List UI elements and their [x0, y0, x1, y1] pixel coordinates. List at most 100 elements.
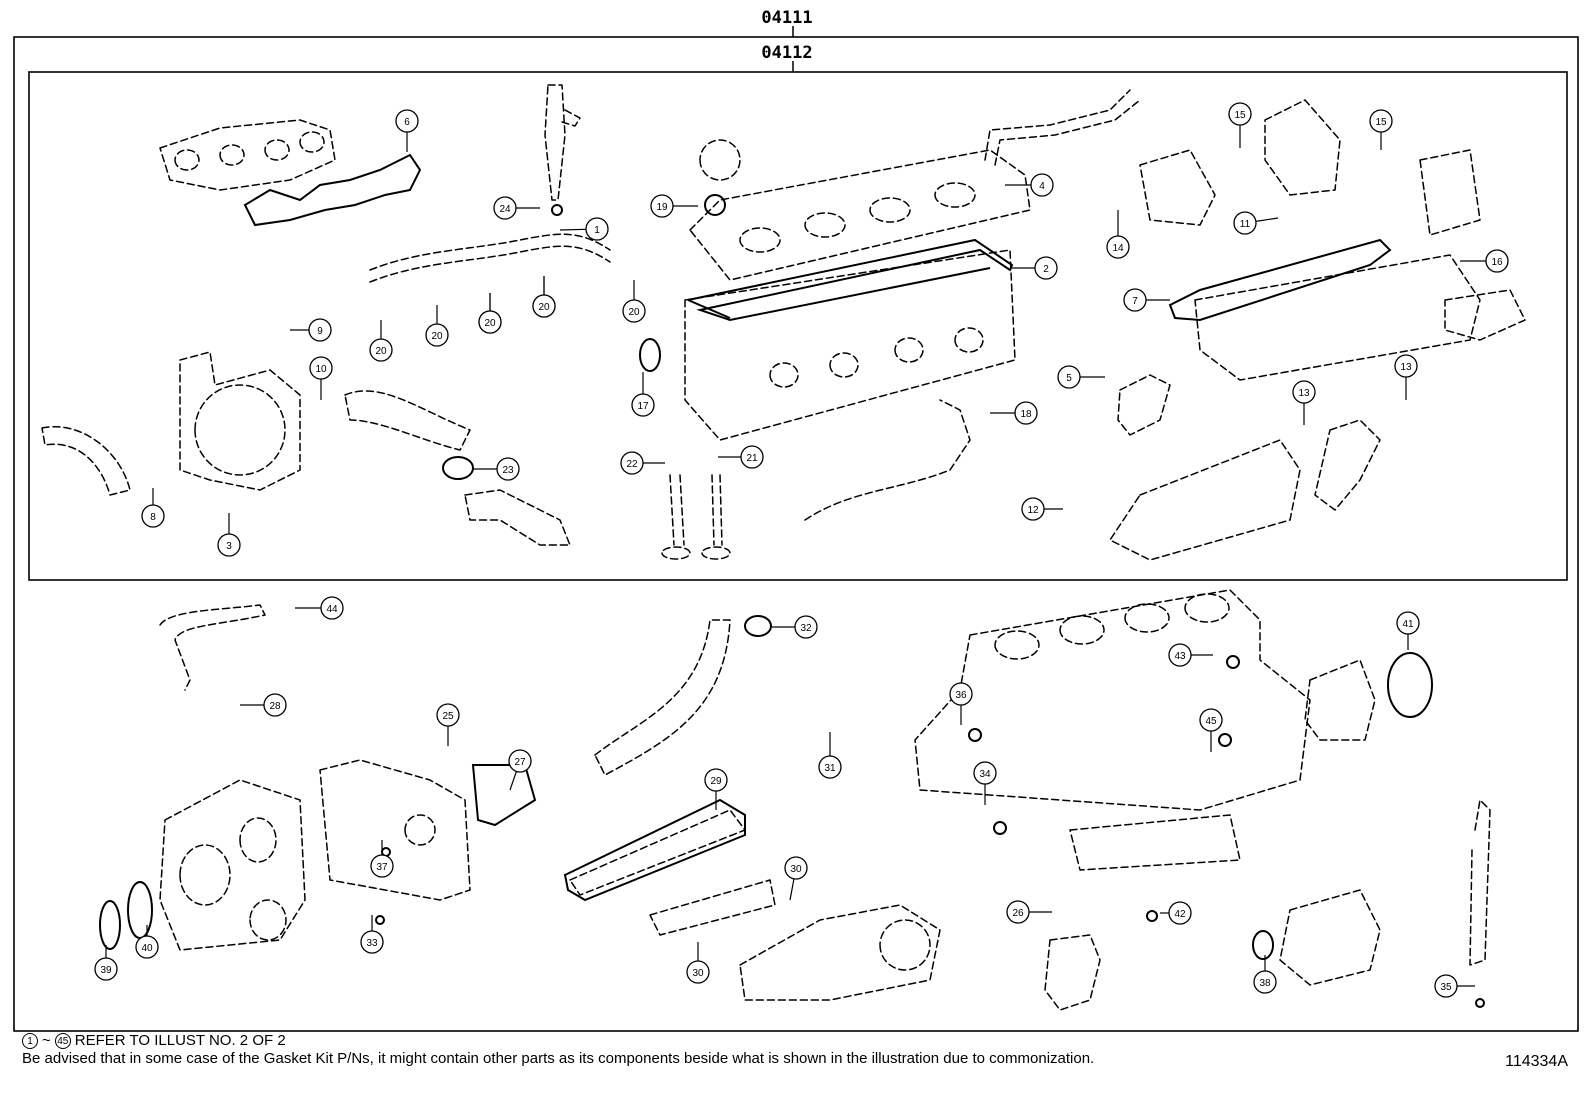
outer-kit-part-number[interactable]: 04111 — [761, 8, 812, 28]
callout-30[interactable]: 30 — [784, 856, 808, 901]
callout-number: 25 — [442, 711, 454, 722]
callout-circle — [973, 761, 997, 785]
callout-36[interactable]: 36 — [949, 682, 973, 725]
callout-number: 10 — [315, 364, 327, 375]
inner-kit-part-number[interactable]: 04112 — [761, 43, 812, 63]
callout-13[interactable]: 13 — [1292, 380, 1316, 425]
callout-circle — [1014, 401, 1038, 425]
callout-circle — [784, 856, 808, 880]
callout-number: 13 — [1298, 388, 1310, 399]
callout-number: 29 — [710, 776, 722, 787]
outer-kit-frame — [13, 36, 1579, 1032]
callout-25[interactable]: 25 — [436, 703, 460, 746]
callout-18[interactable]: 18 — [990, 401, 1038, 425]
callout-28[interactable]: 28 — [240, 693, 287, 717]
callout-41[interactable]: 41 — [1396, 611, 1420, 650]
callout-33[interactable]: 33 — [360, 915, 384, 954]
callout-24[interactable]: 24 — [493, 196, 540, 220]
callout-30[interactable]: 30 — [686, 942, 710, 984]
callout-9[interactable]: 9 — [290, 318, 332, 342]
callout-circle — [1434, 974, 1458, 998]
callout-circle — [370, 854, 394, 878]
callout-29[interactable]: 29 — [704, 768, 728, 810]
range-start-callout: 1 — [22, 1033, 38, 1049]
callout-number: 43 — [1174, 651, 1186, 662]
callout-20[interactable]: 20 — [425, 305, 449, 347]
callout-26[interactable]: 26 — [1006, 900, 1052, 924]
callout-7[interactable]: 7 — [1123, 288, 1170, 312]
callout-number: 33 — [366, 938, 378, 949]
callout-8[interactable]: 8 — [141, 488, 165, 528]
notes: 1 ~ 45 REFER TO ILLUST NO. 2 OF 2 Be adv… — [22, 1032, 1094, 1068]
callout-15[interactable]: 15 — [1369, 109, 1393, 150]
callout-35[interactable]: 35 — [1434, 974, 1475, 998]
callout-number: 3 — [226, 541, 232, 552]
callout-13[interactable]: 13 — [1394, 354, 1418, 400]
callout-45[interactable]: 45 — [1199, 708, 1223, 752]
callout-number: 15 — [1375, 117, 1387, 128]
intake-manifold-gasket — [1168, 238, 1392, 322]
callout-21[interactable]: 21 — [718, 445, 764, 469]
callout-20[interactable]: 20 — [622, 280, 646, 323]
water-outlet-gasket — [744, 615, 772, 637]
callout-44[interactable]: 44 — [295, 596, 344, 620]
callout-2[interactable]: 2 — [1012, 256, 1058, 280]
callout-42[interactable]: 42 — [1160, 901, 1192, 925]
callout-16[interactable]: 16 — [1460, 249, 1509, 273]
callout-27[interactable]: 27 — [508, 749, 532, 791]
callout-number: 12 — [1027, 505, 1039, 516]
callout-4[interactable]: 4 — [1005, 173, 1054, 197]
callout-leader — [509, 771, 517, 791]
callout-11[interactable]: 11 — [1233, 211, 1279, 235]
callout-39[interactable]: 39 — [94, 945, 118, 981]
callout-circle — [135, 935, 159, 959]
callout-12[interactable]: 12 — [1021, 497, 1063, 521]
callout-circle — [1030, 173, 1054, 197]
callout-20[interactable]: 20 — [532, 276, 556, 318]
callout-1[interactable]: 1 — [559, 217, 609, 241]
callout-number: 20 — [431, 331, 443, 342]
callout-circle — [818, 755, 842, 779]
crankshaft-rear-oil-seal — [1387, 652, 1433, 718]
callout-23[interactable]: 23 — [472, 457, 520, 481]
callout-15[interactable]: 15 — [1228, 102, 1252, 148]
callout-circle — [1396, 611, 1420, 635]
callout-20[interactable]: 20 — [478, 293, 502, 334]
callout-circle — [631, 393, 655, 417]
callout-circle — [1199, 708, 1223, 732]
valve-cover-seal — [639, 338, 661, 372]
callout-6[interactable]: 6 — [395, 109, 419, 152]
callout-17[interactable]: 17 — [631, 372, 655, 417]
callout-20[interactable]: 20 — [369, 320, 393, 362]
callout-circle — [1168, 901, 1192, 925]
refer-note: 1 ~ 45 REFER TO ILLUST NO. 2 OF 2 — [22, 1032, 1094, 1050]
callout-number: 30 — [790, 864, 802, 875]
callout-circle — [1292, 380, 1316, 404]
callout-22[interactable]: 22 — [620, 451, 665, 475]
callout-circle — [1021, 497, 1045, 521]
callout-3[interactable]: 3 — [217, 513, 241, 557]
callout-31[interactable]: 31 — [818, 732, 842, 779]
callout-circle — [263, 693, 287, 717]
callout-circle — [704, 768, 728, 792]
callout-number: 8 — [150, 512, 156, 523]
callout-37[interactable]: 37 — [370, 840, 394, 878]
callout-circle — [1123, 288, 1147, 312]
callout-14[interactable]: 14 — [1106, 210, 1130, 259]
callout-number: 36 — [955, 690, 967, 701]
callout-43[interactable]: 43 — [1168, 643, 1213, 667]
callout-40[interactable]: 40 — [135, 925, 159, 959]
callout-circle — [1006, 900, 1030, 924]
callout-5[interactable]: 5 — [1057, 365, 1105, 389]
refer-text: REFER TO ILLUST NO. 2 OF 2 — [74, 1032, 286, 1049]
callout-38[interactable]: 38 — [1253, 955, 1277, 994]
turbo-outlet-gasket — [442, 456, 474, 480]
callout-34[interactable]: 34 — [973, 761, 997, 805]
callout-19[interactable]: 19 — [650, 194, 698, 218]
callout-32[interactable]: 32 — [772, 615, 818, 639]
callout-10[interactable]: 10 — [309, 356, 333, 400]
callout-circle — [1106, 235, 1130, 259]
callout-number: 41 — [1402, 619, 1414, 630]
callout-number: 5 — [1066, 373, 1072, 384]
callout-circle — [740, 445, 764, 469]
